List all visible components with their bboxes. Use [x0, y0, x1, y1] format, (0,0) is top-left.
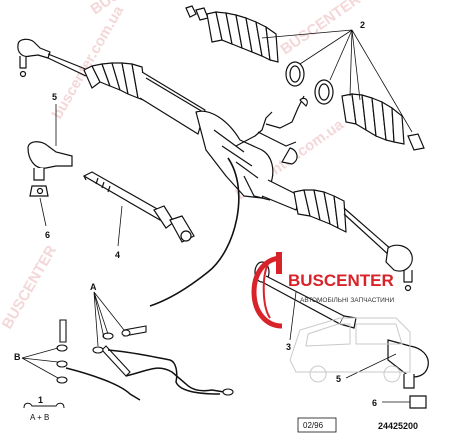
- tie-rod-end-right: [387, 339, 429, 409]
- callout-6-right: 6: [372, 398, 377, 408]
- date-code: 02/96: [303, 421, 324, 430]
- callout-A: A: [90, 282, 97, 292]
- hydraulic-line-kit: [56, 319, 234, 401]
- svg-text:BUSCENTER: BUSCENTER: [0, 243, 60, 332]
- tie-rod-end-left: [27, 141, 73, 197]
- callout-4: 4: [115, 250, 120, 260]
- callout-leaders-2: [261, 29, 413, 133]
- svg-text:buscenter.com.ua: buscenter.com.ua: [49, 2, 128, 122]
- brand-tagline: АВТОМОБІЛЬНІ ЗАПЧАСТИНИ: [300, 297, 395, 304]
- callout-leader-4: [117, 205, 123, 247]
- callout-6-left: 6: [45, 230, 50, 240]
- buscenter-logo-icon: [251, 252, 283, 329]
- svg-text:BUSCENTER: BUSCENTER: [88, 0, 174, 18]
- callout-5-right: 5: [336, 374, 341, 384]
- svg-text:BUSCENTER: BUSCENTER: [278, 0, 364, 58]
- part-number: 24425200: [378, 421, 418, 431]
- callout-B: B: [14, 352, 21, 362]
- inner-tie-rod: [82, 171, 195, 243]
- van-watermark-icon: [289, 317, 411, 383]
- callout-leaders-A-B: [21, 291, 125, 409]
- callout-3: 3: [286, 342, 291, 352]
- date-code-box: [297, 417, 337, 433]
- callout-5-left: 5: [52, 92, 57, 102]
- callout-leaders-3-5-6-right: [289, 291, 410, 403]
- callout-1-subtitle: A + B: [30, 413, 49, 422]
- brand-name: BUSCENTER: [288, 271, 394, 290]
- callout-leaders-5-6-left: [39, 104, 57, 227]
- callout-2: 2: [360, 20, 365, 30]
- steering-rack-assembly: [17, 38, 413, 307]
- callout-1: 1: [38, 395, 43, 405]
- boot-kit-exploded: [185, 5, 425, 151]
- inner-tie-rod-right: [254, 261, 357, 329]
